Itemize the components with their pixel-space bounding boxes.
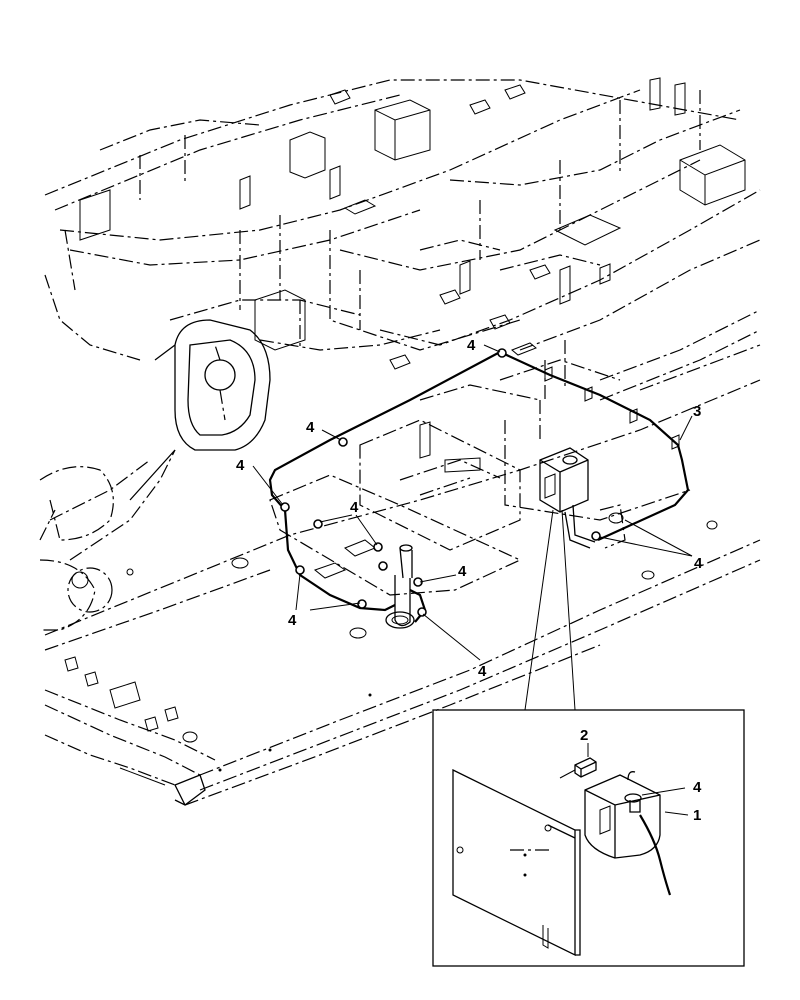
- callout-4: 4: [236, 457, 245, 474]
- clamp-ring: [373, 542, 383, 552]
- boom-bracket: [39, 319, 271, 631]
- callout-4: 4: [458, 563, 467, 580]
- clamp-ring: [497, 348, 507, 358]
- lower-frame: [44, 342, 761, 806]
- washer-tank-installed: [539, 447, 596, 549]
- callout-4: 4: [467, 337, 476, 354]
- callout-4: 4: [306, 419, 315, 436]
- callout-4: 4: [350, 499, 359, 516]
- washer-hose: [268, 351, 690, 623]
- detail-inset-frame: [432, 709, 745, 967]
- callout-4: 4: [288, 612, 297, 629]
- main-view-callouts: 4 4 4 4 4 4 4 4 3: [236, 337, 703, 680]
- clamp-ring: [313, 519, 323, 529]
- clamp-ring: [357, 599, 367, 609]
- clamp-ring: [417, 607, 427, 617]
- clamp-ring: [295, 565, 305, 575]
- callout-leaders: [252, 344, 693, 711]
- callout-4: 4: [478, 663, 487, 680]
- callout-2: 2: [580, 727, 588, 744]
- detail-inset: 2 4 1: [432, 709, 745, 967]
- callout-1: 1: [693, 807, 701, 824]
- upper-frame-phantom: [44, 77, 761, 401]
- clamp-ring: [378, 561, 388, 571]
- clamp-ring: [591, 531, 601, 541]
- callout-3: 3: [693, 403, 701, 420]
- hose-clamps: [280, 348, 601, 617]
- callout-4: 4: [694, 555, 703, 572]
- nozzle-stand-pipe: [385, 544, 415, 629]
- callout-4: 4: [693, 779, 702, 796]
